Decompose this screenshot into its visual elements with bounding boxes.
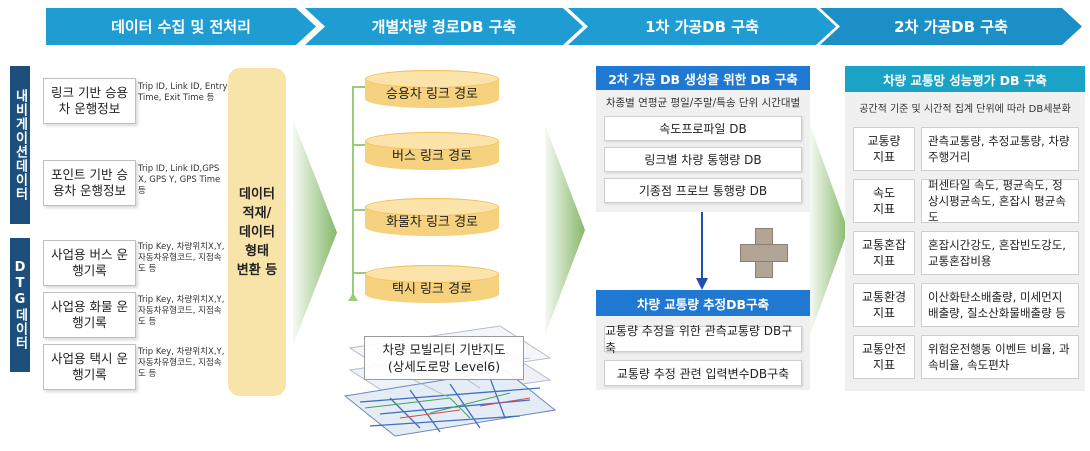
metric-desc-safety: 위험운전행동 이벤트 비율, 과속비율, 속도편차 [921, 335, 1079, 379]
stage-label: 1차 가공DB 구축 [645, 18, 759, 36]
metric-label-safety: 교통안전 지표 [853, 335, 915, 379]
transform-column: 데이터 적재/ 데이터 형태 변환 등 [228, 68, 286, 396]
db-item-input-variables: 교통량 추정 관련 입력변수DB구축 [604, 360, 802, 386]
panel-volume-db-title: 차량 교통량 추정DB구축 [596, 290, 810, 316]
metric-desc-volume: 관측교통량, 추정교통량, 차량주행거리 [921, 127, 1079, 171]
route-db-bus: 버스 링크 경로 [365, 132, 499, 170]
source-desc-truck: Trip Key, 차량위치X,Y, 자동차유형코드, 지점속도 등 [138, 295, 225, 327]
source-desc-bus: Trip Key, 차량위치X,Y, 자동차유형코드, 지점속도 등 [138, 242, 225, 274]
stage-primary-db: 1차 가공DB 구축 [568, 8, 836, 45]
metric-label-speed: 속도 지표 [853, 179, 915, 223]
stage-data-collection: 데이터 수집 및 전처리 [46, 8, 316, 45]
metric-desc-congestion: 혼잡시간강도, 혼잡빈도강도, 교통혼잡비용 [921, 231, 1079, 275]
route-bracket [348, 86, 367, 301]
stage-route-db: 개별차량 경로DB 구축 [305, 8, 583, 45]
source-box-point-car: 포인트 기반 승용차 운행정보 [43, 160, 136, 206]
route-db-label: 버스 링크 경로 [391, 148, 473, 164]
flow-arrow-2 [545, 125, 585, 335]
stage-label: 개별차량 경로DB 구축 [371, 18, 517, 36]
side-label-navigation: 내비게이션데이터 [10, 66, 30, 224]
map-label-line2: (상세도로망 Level6) [387, 359, 501, 374]
source-box-truck: 사업용 화물 운행기록 [43, 292, 136, 338]
source-desc-taxi: Trip Key, 차량위치X,Y, 자동차유형코드, 지점속도 등 [138, 347, 225, 379]
db-item-od-probe: 기종점 프로브 통행량 DB [604, 178, 802, 203]
plus-icon-bar [740, 244, 788, 262]
stage-label: 데이터 수집 및 전처리 [111, 18, 251, 36]
base-map-label: 차량 모빌리티 기반지도 (상세도로망 Level6) [364, 336, 524, 380]
route-db-truck: 화물차 링크 경로 [365, 198, 499, 236]
db-item-link-volume: 링크별 차량 통행량 DB [604, 147, 802, 172]
route-db-label: 승용차 링크 경로 [386, 86, 478, 102]
metric-label-environment: 교통환경 지표 [853, 283, 915, 327]
metric-label-volume: 교통량 지표 [853, 127, 915, 171]
panel-performance-db-subtitle: 공간적 기준 및 시간적 집계 단위에 따라 DB세분화 [859, 104, 1071, 115]
panel-performance-db-title: 차량 교통망 성능평가 DB 구축 [845, 66, 1085, 92]
metric-label-congestion: 교통혼잡 지표 [853, 231, 915, 275]
route-db-taxi: 택시 링크 경로 [365, 265, 499, 303]
source-desc-link-car: Trip ID, Link ID, Entry Time, Exit Time … [138, 82, 228, 103]
metric-desc-speed: 퍼센타일 속도, 평균속도, 정상시평균속도, 혼잡시 평균속도 [921, 178, 1079, 224]
flow-arrow-1 [293, 120, 337, 345]
stage-label: 2차 가공DB 구축 [894, 18, 1008, 36]
source-desc-point-car: Trip ID, Link ID,GPS X, GPS Y, GPS Time … [138, 164, 221, 196]
stage-secondary-db: 2차 가공DB 구축 [820, 8, 1082, 45]
flow-arrow-3 [810, 125, 848, 335]
down-arrow [696, 212, 708, 290]
db-item-observed-volume: 교통량 추정을 위한 관측교통량 DB구축 [604, 324, 802, 355]
metric-desc-environment: 이산화탄소배출량, 미세먼지배출량, 질소산화물배출량 등 [921, 283, 1079, 327]
panel-primary-db-subtitle: 차종별 연평균 평일/주말/특송 단위 시간대별 [605, 97, 801, 109]
map-label-line1: 차량 모빌리티 기반지도 [382, 342, 506, 357]
source-box-taxi: 사업용 택시 운행기록 [43, 344, 136, 390]
route-db-label: 택시 링크 경로 [391, 281, 473, 297]
source-box-bus: 사업용 버스 운행기록 [43, 240, 136, 286]
panel-primary-db-title: 2차 가공 DB 생성을 위한 DB 구축 [596, 66, 810, 90]
route-db-car: 승용차 링크 경로 [365, 70, 499, 108]
side-label-dtg: DTG데이터 [10, 238, 30, 372]
source-box-link-car: 링크 기반 승용차 운행정보 [43, 78, 136, 124]
route-db-label: 화물차 링크 경로 [386, 214, 478, 230]
db-item-speed-profile: 속도프로파일 DB [604, 116, 802, 141]
